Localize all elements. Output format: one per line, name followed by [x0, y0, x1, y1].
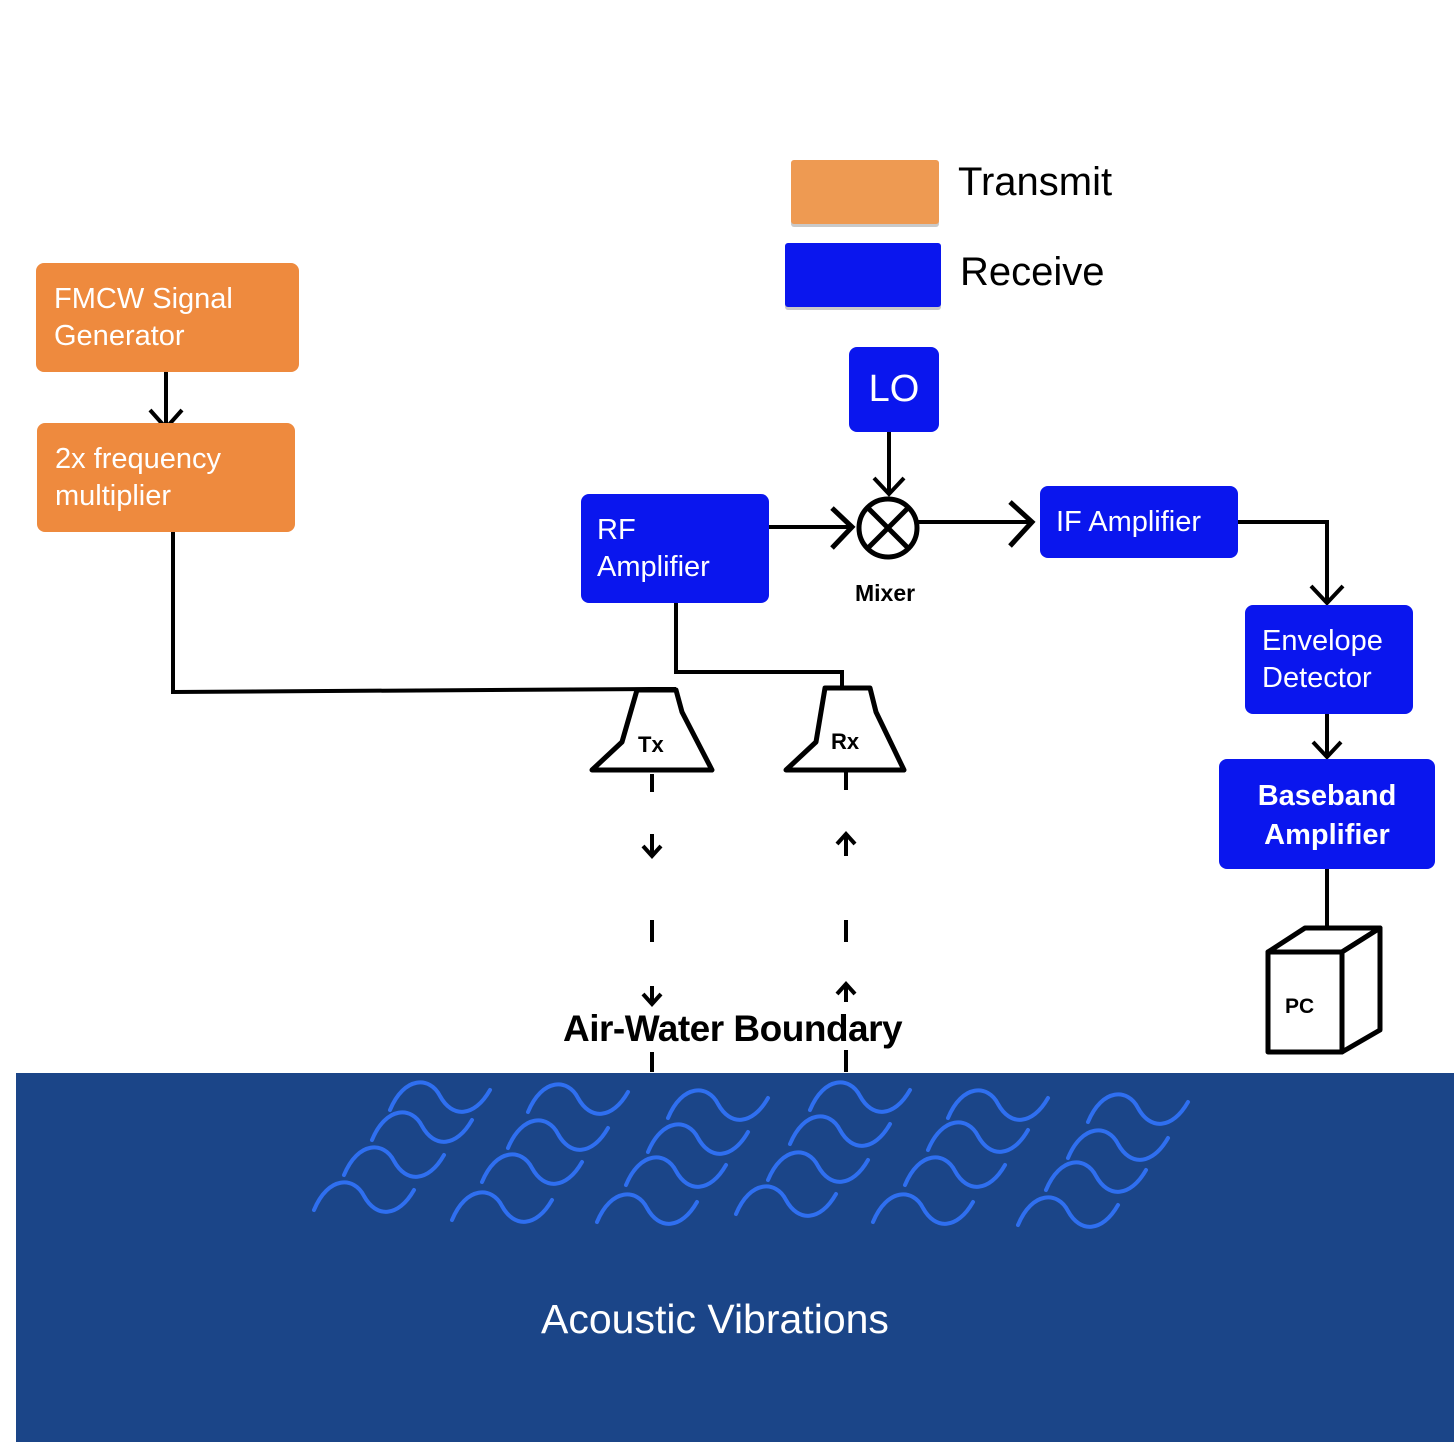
- wave-1: [526, 1082, 630, 1116]
- pc-label: PC: [1285, 995, 1315, 1018]
- legend-transmit-label: Transmit: [958, 160, 1113, 204]
- wave-5: [1086, 1092, 1190, 1126]
- wave-23: [1016, 1195, 1120, 1229]
- rx-signal-path: [835, 772, 857, 1072]
- wave-22: [871, 1192, 975, 1226]
- wave-7: [506, 1118, 610, 1152]
- legend-transmit-swatch: [791, 160, 939, 224]
- wave-0: [388, 1080, 492, 1114]
- if-amplifier-label: IF Amplifier: [1056, 506, 1202, 538]
- arrow-lo-to-mixer: [872, 432, 906, 497]
- wave-18: [312, 1180, 416, 1214]
- fmcw-signal-generator-block: FMCW Signal Generator: [36, 263, 299, 372]
- mixer-symbol: [856, 496, 920, 560]
- wave-9: [788, 1114, 892, 1148]
- acoustic-vibrations-label: Acoustic Vibrations: [541, 1296, 889, 1342]
- tx-signal-path: [641, 774, 663, 1072]
- wave-15: [766, 1150, 870, 1184]
- rx-label: Rx: [831, 729, 860, 754]
- baseband-amplifier-block: Baseband Amplifier: [1219, 759, 1435, 869]
- wave-16: [903, 1155, 1007, 1189]
- baseband-amplifier-label: Baseband Amplifier: [1257, 780, 1397, 851]
- wave-6: [370, 1110, 474, 1144]
- arrow-rfamp-to-mixer: [769, 506, 856, 550]
- legend-receive-swatch: [785, 243, 941, 307]
- water-region: [16, 1073, 1454, 1442]
- wave-20: [595, 1192, 699, 1226]
- if-amplifier-block: IF Amplifier: [1040, 486, 1238, 558]
- arrow-fmcw-to-multiplier: [148, 372, 184, 432]
- wave-8: [646, 1122, 750, 1156]
- tx-label: Tx: [638, 732, 664, 757]
- wave-2: [666, 1088, 770, 1122]
- wave-10: [926, 1120, 1030, 1154]
- wave-17: [1044, 1160, 1148, 1194]
- pc-icon: [1265, 925, 1383, 1055]
- tx-antenna-icon: [589, 687, 715, 773]
- rf-amplifier-block: RF Amplifier: [581, 494, 769, 603]
- rf-amplifier-label: RF Amplifier: [597, 514, 710, 583]
- lo-label: LO: [868, 368, 920, 410]
- envelope-detector-label: Envelope Detector: [1262, 625, 1383, 694]
- rx-antenna-icon: [783, 685, 907, 773]
- acoustic-waves: [312, 1080, 1190, 1229]
- wave-13: [480, 1152, 584, 1186]
- wave-11: [1066, 1128, 1170, 1162]
- line-rfamp-to-rx: [674, 602, 844, 688]
- fmcw-signal-generator-label: FMCW Signal Generator: [54, 283, 233, 352]
- frequency-multiplier-block: 2x frequency multiplier: [37, 423, 295, 532]
- wave-3: [808, 1080, 912, 1114]
- air-water-boundary-label: Air-Water Boundary: [563, 1008, 903, 1049]
- lo-block: LO: [849, 347, 939, 432]
- wave-4: [946, 1088, 1050, 1122]
- arrow-ifamp-to-envelope: [1238, 520, 1345, 606]
- wave-19: [450, 1190, 554, 1224]
- wave-21: [734, 1184, 838, 1218]
- frequency-multiplier-label: 2x frequency multiplier: [55, 443, 222, 512]
- wave-14: [624, 1155, 728, 1189]
- mixer-label: Mixer: [855, 580, 916, 606]
- arrow-mixer-to-ifamp: [918, 500, 1036, 548]
- wave-12: [342, 1145, 446, 1179]
- arrow-envelope-to-baseband: [1311, 714, 1343, 760]
- envelope-detector-block: Envelope Detector: [1245, 605, 1413, 714]
- legend-receive-label: Receive: [960, 250, 1105, 294]
